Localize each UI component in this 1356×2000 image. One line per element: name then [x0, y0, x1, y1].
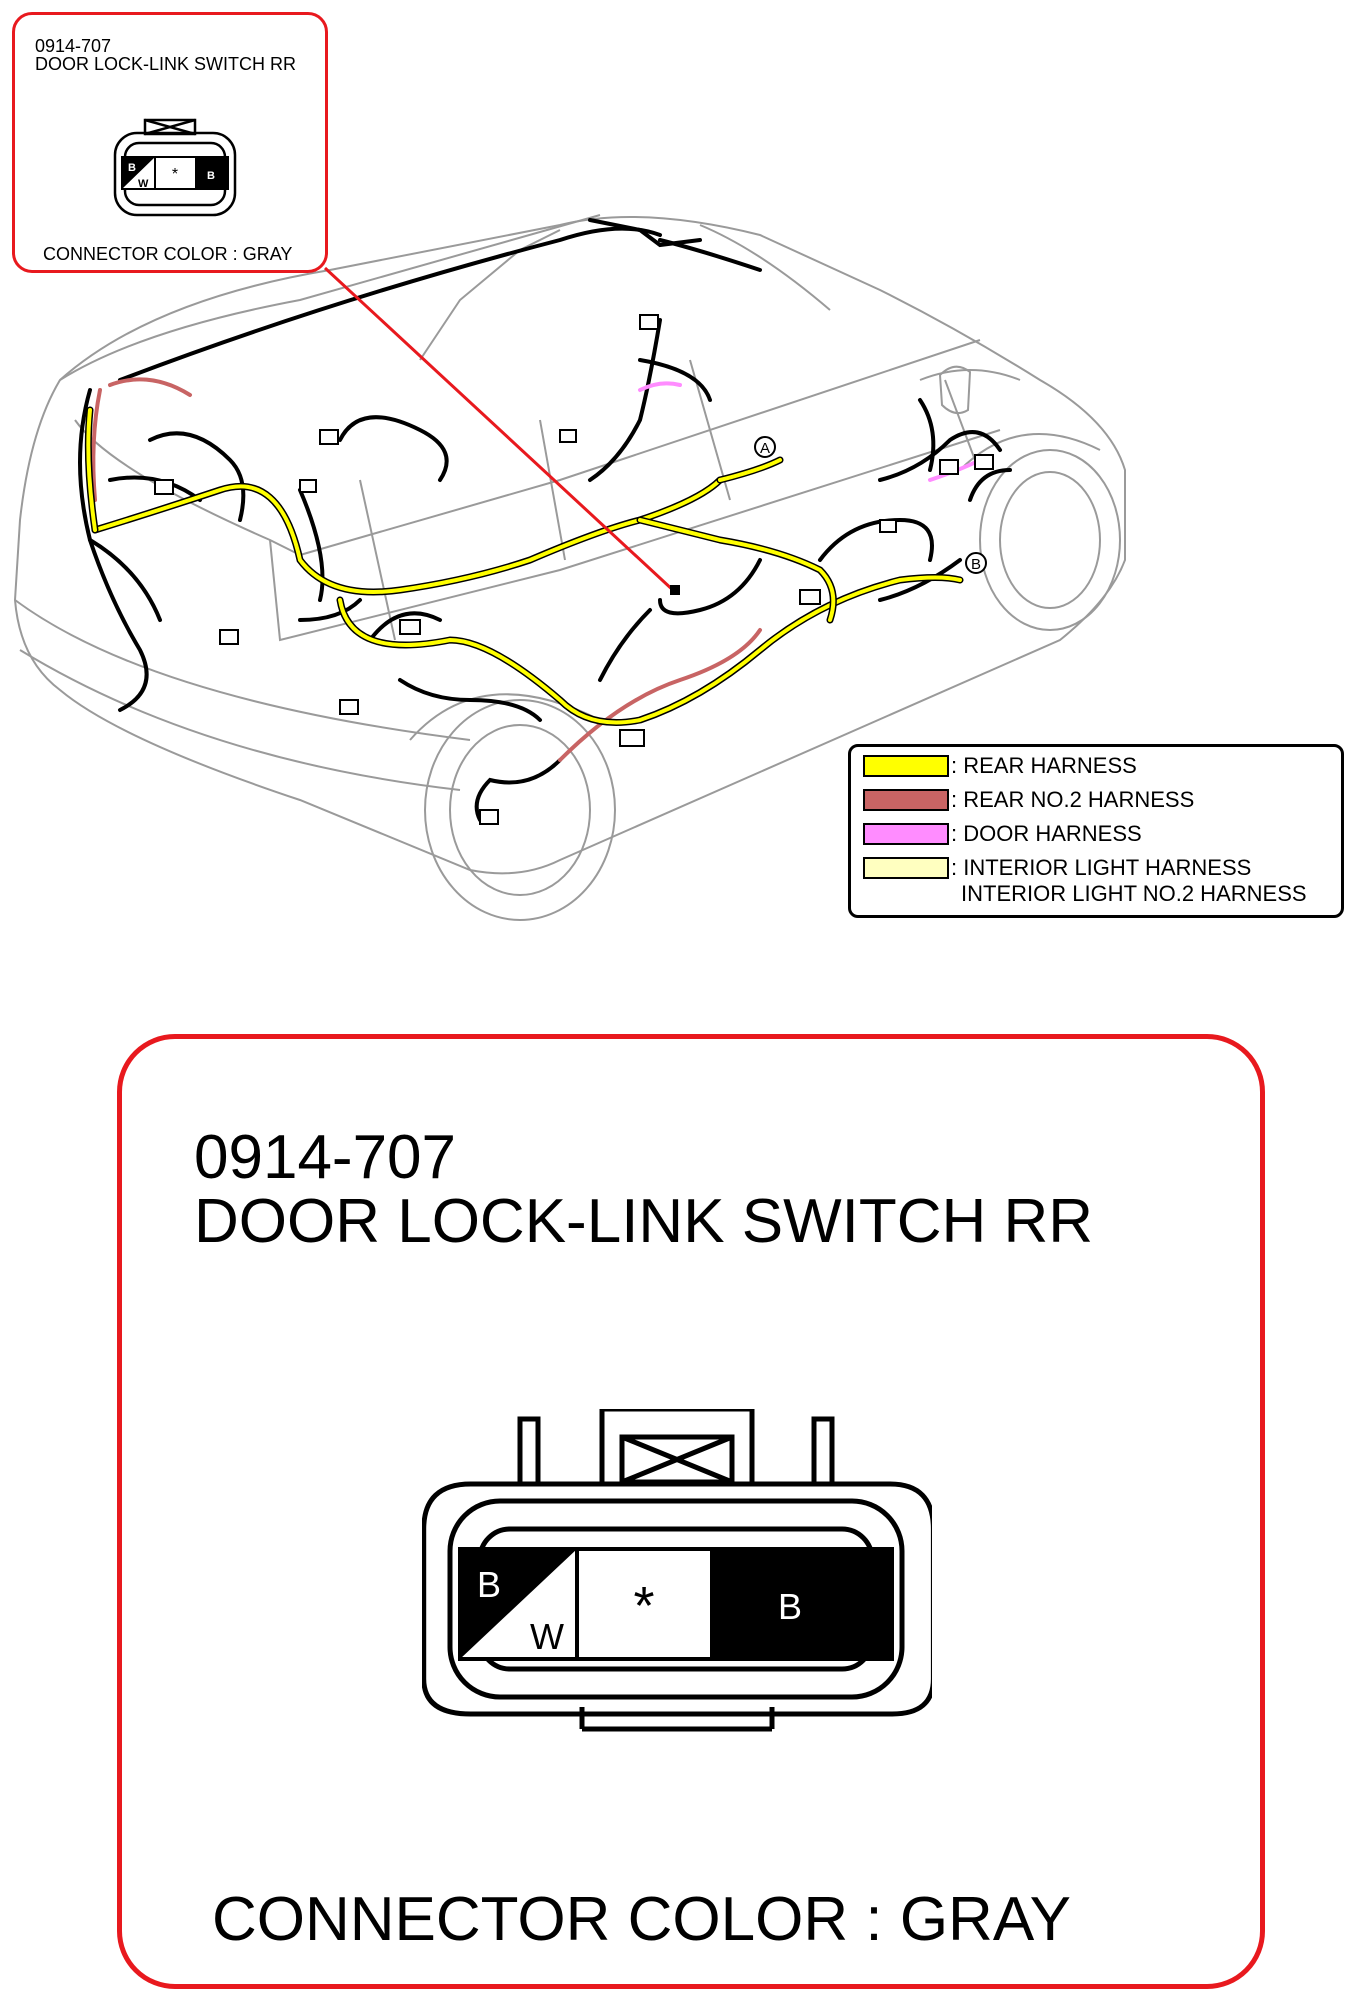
marker-b: B: [965, 552, 987, 574]
small-callout-code: 0914-707: [35, 36, 112, 56]
small-callout-connector-color: CONNECTOR COLOR : GRAY: [43, 244, 293, 264]
target-connector-marker: [670, 585, 680, 595]
rear-harness-wires: [84, 406, 964, 726]
svg-text:A: A: [760, 440, 770, 457]
legend-swatch: [863, 755, 949, 777]
legend-label: : REAR HARNESS: [951, 753, 1137, 778]
marker-a: A: [754, 436, 776, 458]
svg-text:*: *: [633, 1576, 654, 1636]
small-callout-name: DOOR LOCK-LINK SWITCH RR: [35, 54, 297, 74]
legend-label: : DOOR HARNESS: [951, 821, 1142, 846]
large-callout-code: 0914-707: [194, 1123, 457, 1192]
svg-text:B: B: [778, 1586, 802, 1627]
svg-text:B: B: [207, 170, 215, 182]
legend-label: : REAR NO.2 HARNESS: [951, 787, 1195, 812]
rear-no2-and-door-harness: [91, 377, 982, 762]
large-callout-connector-color: CONNECTOR COLOR : GRAY: [212, 1885, 1071, 1954]
small-connector-face: B W * B: [113, 118, 237, 217]
small-connector-callout: 0914-707 DOOR LOCK-LINK SWITCH RR B W * …: [12, 12, 328, 273]
large-callout-name: DOOR LOCK-LINK SWITCH RR: [194, 1187, 1094, 1256]
svg-text:W: W: [138, 178, 149, 190]
svg-text:W: W: [530, 1616, 564, 1657]
callout-leader-line: [323, 266, 677, 594]
vehicle-harness-drawing: A B: [13, 214, 1126, 921]
legend-swatch: [863, 789, 949, 811]
legend-swatch: [863, 823, 949, 845]
svg-text:B: B: [128, 162, 136, 174]
harness-connectors: [154, 314, 994, 825]
harness-legend: : REAR HARNESS : REAR NO.2 HARNESS : DOOR …: [848, 744, 1344, 918]
svg-text:*: *: [172, 166, 178, 183]
legend-label: : INTERIOR LIGHT HARNESS: [951, 855, 1252, 880]
legend-swatch: [863, 857, 949, 879]
svg-text:B: B: [477, 1564, 501, 1605]
legend-extra-line: INTERIOR LIGHT NO.2 HARNESS: [961, 881, 1307, 906]
black-harness-wires: [78, 218, 1012, 822]
large-connector-callout: 0914-707 DOOR LOCK-LINK SWITCH RR B W: [117, 1034, 1265, 1989]
svg-text:B: B: [971, 556, 981, 573]
large-connector-face: B W * B: [422, 1409, 932, 1732]
